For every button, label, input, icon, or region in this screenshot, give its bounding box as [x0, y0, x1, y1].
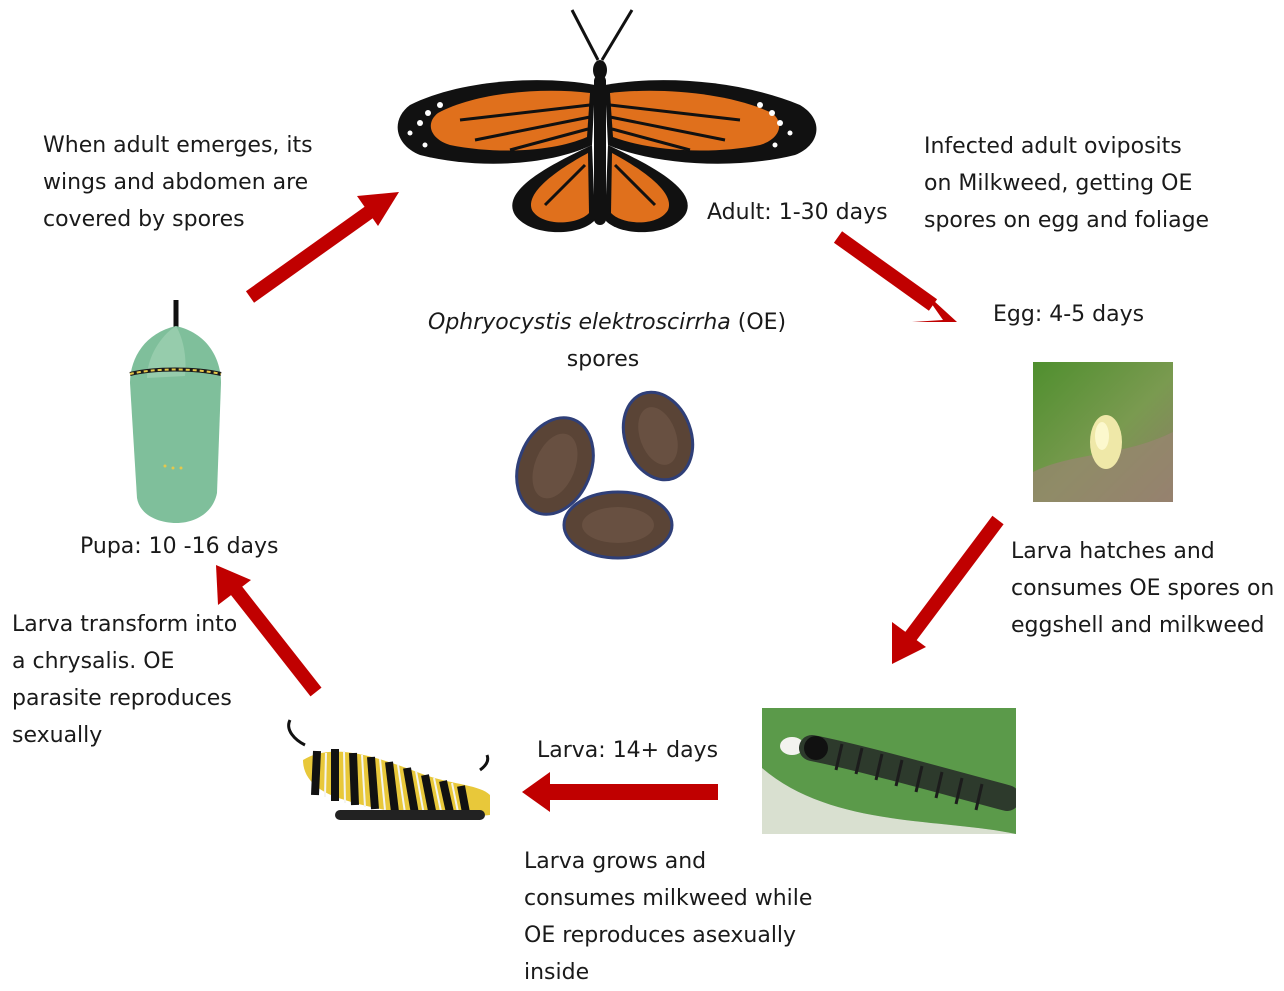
note-line: covered by spores [43, 201, 313, 238]
pupa-stage-label: Pupa: 10 -16 days [80, 528, 279, 565]
young-larva-on-leaf-image [762, 708, 1016, 834]
egg-stage-label: Egg: 4-5 days [993, 296, 1144, 333]
note-line: a chrysalis. OE [12, 643, 237, 680]
spores-title: Ophryocystis elektroscirrha (OE) spores [428, 304, 778, 378]
note-line: eggshell and milkweed [1011, 607, 1274, 644]
adult-stage-label: Adult: 1-30 days [707, 194, 888, 231]
monarch-caterpillar-image [275, 715, 500, 825]
note-transform: Larva transform into a chrysalis. OE par… [12, 606, 237, 754]
note-oviposits: Infected adult oviposits on Milkweed, ge… [924, 128, 1209, 239]
spores-title-line2: spores [428, 341, 778, 378]
note-line: Larva grows and [524, 843, 812, 880]
note-line: Larva hatches and [1011, 533, 1274, 570]
note-grows: Larva grows and consumes milkweed while … [524, 843, 812, 991]
oe-spores-image [510, 388, 705, 568]
note-line: spores on egg and foliage [924, 202, 1209, 239]
note-line: Infected adult oviposits [924, 128, 1209, 165]
note-adult-emerges: When adult emerges, its wings and abdome… [43, 127, 313, 238]
egg-on-leaf-image [1033, 362, 1173, 502]
note-hatches: Larva hatches and consumes OE spores on … [1011, 533, 1274, 644]
note-line: on Milkweed, getting OE [924, 165, 1209, 202]
green-chrysalis-image [125, 298, 225, 526]
note-line: consumes OE spores on [1011, 570, 1274, 607]
note-line: inside [524, 954, 812, 991]
note-line: consumes milkweed while [524, 880, 812, 917]
note-line: sexually [12, 717, 237, 754]
note-line: parasite reproduces [12, 680, 237, 717]
note-line: Larva transform into [12, 606, 237, 643]
larva-stage-label: Larva: 14+ days [537, 732, 718, 769]
note-line: When adult emerges, its [43, 127, 313, 164]
note-line: OE reproduces asexually [524, 917, 812, 954]
species-abbrev: (OE) [731, 310, 786, 335]
note-line: wings and abdomen are [43, 164, 313, 201]
species-name: Ophryocystis elektroscirrha [428, 310, 731, 335]
